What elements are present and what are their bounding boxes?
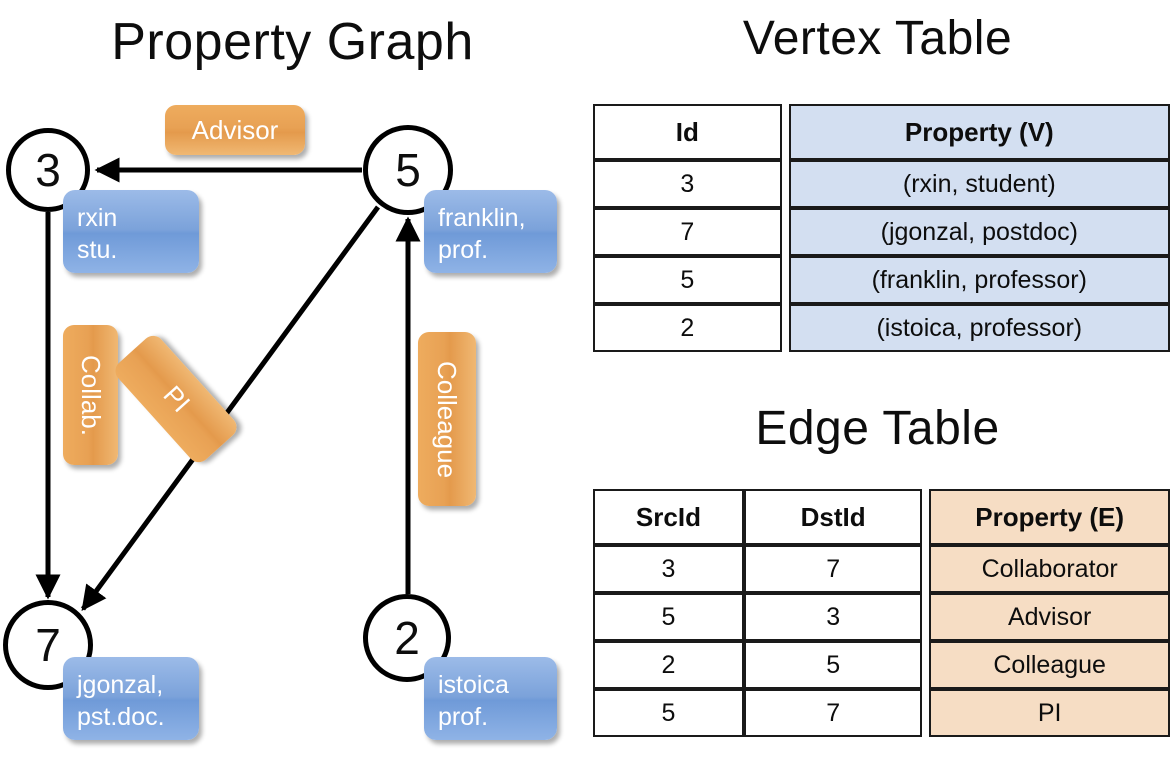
edge-cell-srcid: 2 bbox=[593, 641, 744, 689]
edge-table: SrcId DstId Property (E) 3 7 Collaborato… bbox=[593, 489, 1170, 737]
node-property-box-jgonzal[interactable]: jgonzal, pst.doc. bbox=[63, 657, 199, 740]
vertex-table-header-property: Property (V) bbox=[788, 104, 1170, 160]
table-row[interactable]: 7 (jgonzal, postdoc) bbox=[593, 208, 1170, 256]
column-gap bbox=[922, 641, 929, 689]
column-gap bbox=[922, 593, 929, 641]
edge-arrow-pi bbox=[80, 205, 381, 612]
node-property-line-2: stu. bbox=[77, 236, 118, 264]
table-row[interactable]: 2 (istoica, professor) bbox=[593, 304, 1170, 352]
node-property-line-2: pst.doc. bbox=[77, 703, 165, 731]
table-row[interactable]: 3 7 Collaborator bbox=[593, 545, 1170, 593]
edge-label-pi-text: PI bbox=[156, 379, 196, 418]
node-property-line-2: prof. bbox=[438, 703, 489, 731]
table-row[interactable]: 5 3 Advisor bbox=[593, 593, 1170, 641]
edge-cell-dstid: 3 bbox=[743, 593, 923, 641]
vertex-cell-id: 7 bbox=[593, 208, 782, 256]
edge-label-collab-text: Collab. bbox=[76, 354, 106, 436]
vertex-table-header-id: Id bbox=[593, 104, 782, 160]
node-property-line-1: istoica bbox=[438, 671, 509, 699]
column-gap bbox=[922, 545, 929, 593]
column-gap bbox=[782, 160, 789, 208]
edge-table-header-dstid: DstId bbox=[743, 489, 923, 545]
node-property-box-franklin[interactable]: franklin, prof. bbox=[424, 190, 557, 273]
table-row[interactable]: 5 7 PI bbox=[593, 689, 1170, 737]
graph-edge-arrows bbox=[35, 157, 421, 612]
edge-label-colleague[interactable]: Colleague bbox=[418, 332, 476, 506]
node-property-box-rxin[interactable]: rxin stu. bbox=[63, 190, 199, 273]
vertex-cell-id: 5 bbox=[593, 256, 782, 304]
page-title-vertex-table: Vertex Table bbox=[742, 12, 1013, 65]
node-property-box-istoica[interactable]: istoica prof. bbox=[424, 657, 557, 740]
page-title-edge-table: Edge Table bbox=[755, 402, 1000, 455]
edge-table-header-srcid: SrcId bbox=[593, 489, 744, 545]
vertex-cell-property: (istoica, professor) bbox=[788, 304, 1170, 352]
edge-label-collab[interactable]: Collab. bbox=[63, 325, 118, 465]
column-gap bbox=[782, 304, 789, 352]
node-property-line-1: jgonzal, bbox=[77, 671, 164, 699]
node-property-line-2: prof. bbox=[438, 236, 489, 264]
vertex-cell-property: (jgonzal, postdoc) bbox=[788, 208, 1170, 256]
edge-cell-dstid: 5 bbox=[743, 641, 923, 689]
column-gap bbox=[782, 256, 789, 304]
edge-cell-property: Colleague bbox=[929, 641, 1170, 689]
edge-label-colleague-text: Colleague bbox=[432, 360, 463, 478]
edge-table-header-property: Property (E) bbox=[929, 489, 1170, 545]
property-graph-diagram: 3 5 7 2 rxin stu. franklin, prof. jgonza… bbox=[3, 105, 557, 740]
vertex-cell-id: 3 bbox=[593, 160, 782, 208]
vertex-table: Id Property (V) 3 (rxin, student) 7 (jgo… bbox=[593, 104, 1170, 352]
edge-cell-property: Advisor bbox=[929, 593, 1170, 641]
graph-node-5[interactable]: 5 bbox=[363, 125, 453, 215]
column-gap bbox=[922, 489, 929, 545]
node-property-line-1: franklin, bbox=[438, 204, 526, 232]
edge-cell-srcid: 5 bbox=[593, 593, 744, 641]
table-header-row: Id Property (V) bbox=[593, 104, 1170, 160]
table-row[interactable]: 3 (rxin, student) bbox=[593, 160, 1170, 208]
table-header-row: SrcId DstId Property (E) bbox=[593, 489, 1170, 545]
column-gap bbox=[782, 208, 789, 256]
edge-label-advisor[interactable]: Advisor bbox=[165, 105, 305, 155]
graph-node-2[interactable]: 2 bbox=[363, 594, 451, 682]
edge-cell-property: Collaborator bbox=[929, 545, 1170, 593]
vertex-cell-property: (rxin, student) bbox=[788, 160, 1170, 208]
edge-cell-srcid: 5 bbox=[593, 689, 744, 737]
table-row[interactable]: 2 5 Colleague bbox=[593, 641, 1170, 689]
edge-cell-srcid: 3 bbox=[593, 545, 744, 593]
column-gap bbox=[922, 689, 929, 737]
edge-cell-dstid: 7 bbox=[743, 689, 923, 737]
edge-label-advisor-text: Advisor bbox=[191, 114, 279, 145]
node-property-line-1: rxin bbox=[77, 204, 118, 232]
edge-cell-dstid: 7 bbox=[743, 545, 923, 593]
column-gap bbox=[782, 104, 789, 160]
edge-cell-property: PI bbox=[929, 689, 1170, 737]
vertex-cell-id: 2 bbox=[593, 304, 782, 352]
vertex-cell-property: (franklin, professor) bbox=[788, 256, 1170, 304]
table-row[interactable]: 5 (franklin, professor) bbox=[593, 256, 1170, 304]
page-title-property-graph: Property Graph bbox=[111, 13, 474, 71]
